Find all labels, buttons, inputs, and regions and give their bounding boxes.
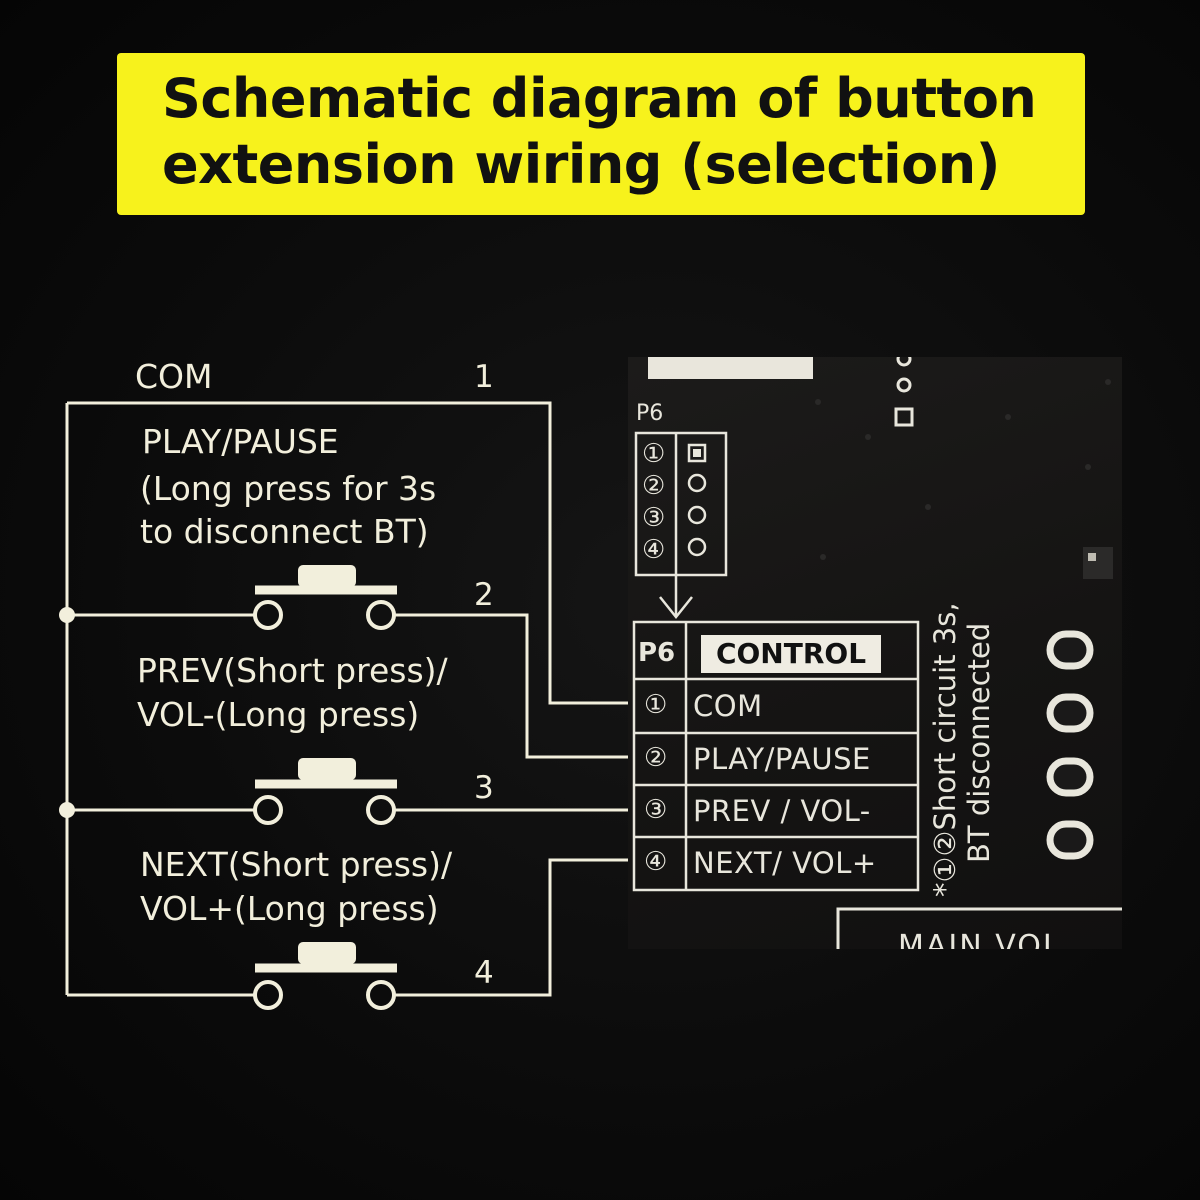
button-2-label-line-1: PREV(Short press)/ xyxy=(137,651,448,690)
table-row-3-num: ③ xyxy=(644,795,668,825)
table-row-3-label: PREV / VOL- xyxy=(693,794,871,828)
table-row-4-num: ④ xyxy=(644,847,668,877)
header-label-p6: P6 xyxy=(636,401,664,426)
board-note-line-2: BT disconnected xyxy=(962,622,996,863)
pin-label-3: 3 xyxy=(474,770,494,806)
com-top-wire xyxy=(67,401,636,705)
table-row-4-label: NEXT/ VOL+ xyxy=(693,846,877,880)
table-row-1-num: ① xyxy=(644,690,668,720)
junction-dot xyxy=(59,802,75,818)
button-3-right-wire xyxy=(395,858,636,997)
header-pin-4: ④ xyxy=(642,535,666,565)
pcb-photo: P6 ① ② ③ ④ P6 CONTROL ① COM ② PLAY/PAUSE… xyxy=(628,357,1122,949)
table-row-1-label: COM xyxy=(693,689,763,723)
title-line-1: Schematic diagram of button xyxy=(162,67,1037,130)
button-3-label-line-2: VOL+(Long press) xyxy=(140,889,439,928)
title-banner: Schematic diagram of button extension wi… xyxy=(117,53,1085,215)
table-row-2-label: PLAY/PAUSE xyxy=(693,742,871,776)
button-1-label-line-3: to disconnect BT) xyxy=(140,512,429,551)
push-button-3-icon xyxy=(253,942,397,1010)
button-2-label-line-2: VOL-(Long press) xyxy=(137,695,420,734)
board-note: *①②Short circuit 3s, BT disconnected xyxy=(928,602,996,897)
push-button-2-icon xyxy=(253,758,397,825)
pin-label-2: 2 xyxy=(474,577,494,613)
pin-label-4: 4 xyxy=(474,955,494,991)
header-pin-3: ③ xyxy=(642,503,666,533)
table-row-2-num: ② xyxy=(644,743,668,773)
pin-label-1: 1 xyxy=(474,359,494,395)
button-3-label-line-1: NEXT(Short press)/ xyxy=(140,845,453,884)
board-note-line-1: *①②Short circuit 3s, xyxy=(928,602,962,897)
push-button-1-icon xyxy=(253,565,397,630)
com-label: COM xyxy=(135,357,213,396)
button-1-label-line-2: (Long press for 3s xyxy=(140,469,437,508)
button-1-label-line-1: PLAY/PAUSE xyxy=(142,422,339,461)
button-1-right-wire xyxy=(395,613,636,759)
header-pin-1: ① xyxy=(642,439,666,469)
header-pin-2: ② xyxy=(642,471,666,501)
table-header-p6: P6 xyxy=(638,638,676,668)
pcb-artwork xyxy=(632,357,1122,949)
main-vol-label: MAIN VOL xyxy=(898,929,1062,949)
title-line-2: extension wiring (selection) xyxy=(162,133,1000,196)
table-header-control: CONTROL xyxy=(701,635,881,673)
junction-dot xyxy=(59,607,75,623)
